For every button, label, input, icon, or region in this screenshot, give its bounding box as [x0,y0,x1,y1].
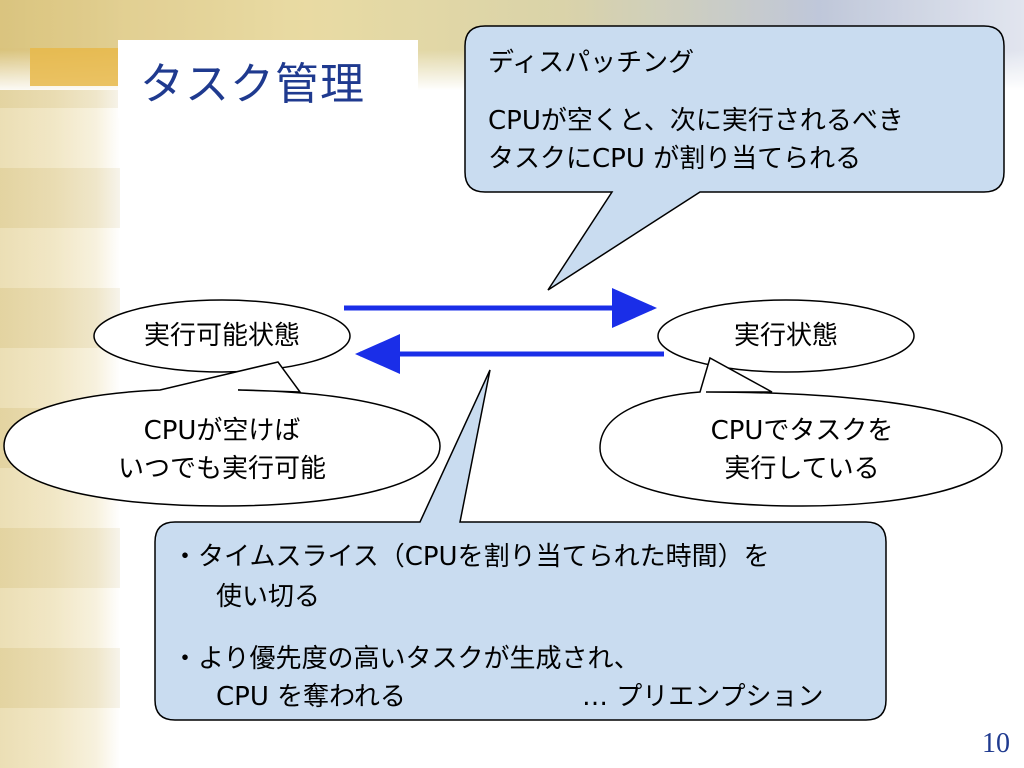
dispatch-line-2: タスクにCPU が割り当てられる [488,144,862,174]
running-state-ellipse [657,299,915,373]
running-note-line-1: CPUでタスクを [710,416,894,446]
preemption-term: … プリエンプション [582,682,824,712]
preemption-bullet-2: ・より優先度の高いタスクが生成され、 [172,644,640,674]
background-left-strip [0,0,120,768]
preemption-bullet-1-cont: 使い切る [216,582,321,612]
ready-note-line-1: CPUが空けば [143,416,301,446]
ready-note-callout [3,361,441,507]
dispatch-line-1: CPUが空くと、次に実行されるべき [488,106,904,136]
dispatch-callout [464,25,1005,291]
running-note-callout [599,356,1003,507]
running-note-line-2: 実行している [724,454,880,484]
preemption-bullet-1: ・タイムスライス（CPUを割り当てられた時間）を [172,542,770,572]
ready-state-label: 実行可能状態 [143,321,300,351]
slide-title: タスク管理 [140,59,365,110]
ready-state-ellipse [93,299,351,373]
preemption-callout [154,369,887,721]
running-state-label: 実行状態 [733,321,838,351]
page-number: 10 [982,728,1010,759]
preemption-bullet-2-cont: CPU を奪われる [216,682,406,712]
dispatch-heading: ディスパッチング [488,48,695,78]
title-backdrop [118,40,418,118]
background-accent-block [30,48,130,86]
ready-note-line-2: いつでも実行可能 [117,454,326,484]
